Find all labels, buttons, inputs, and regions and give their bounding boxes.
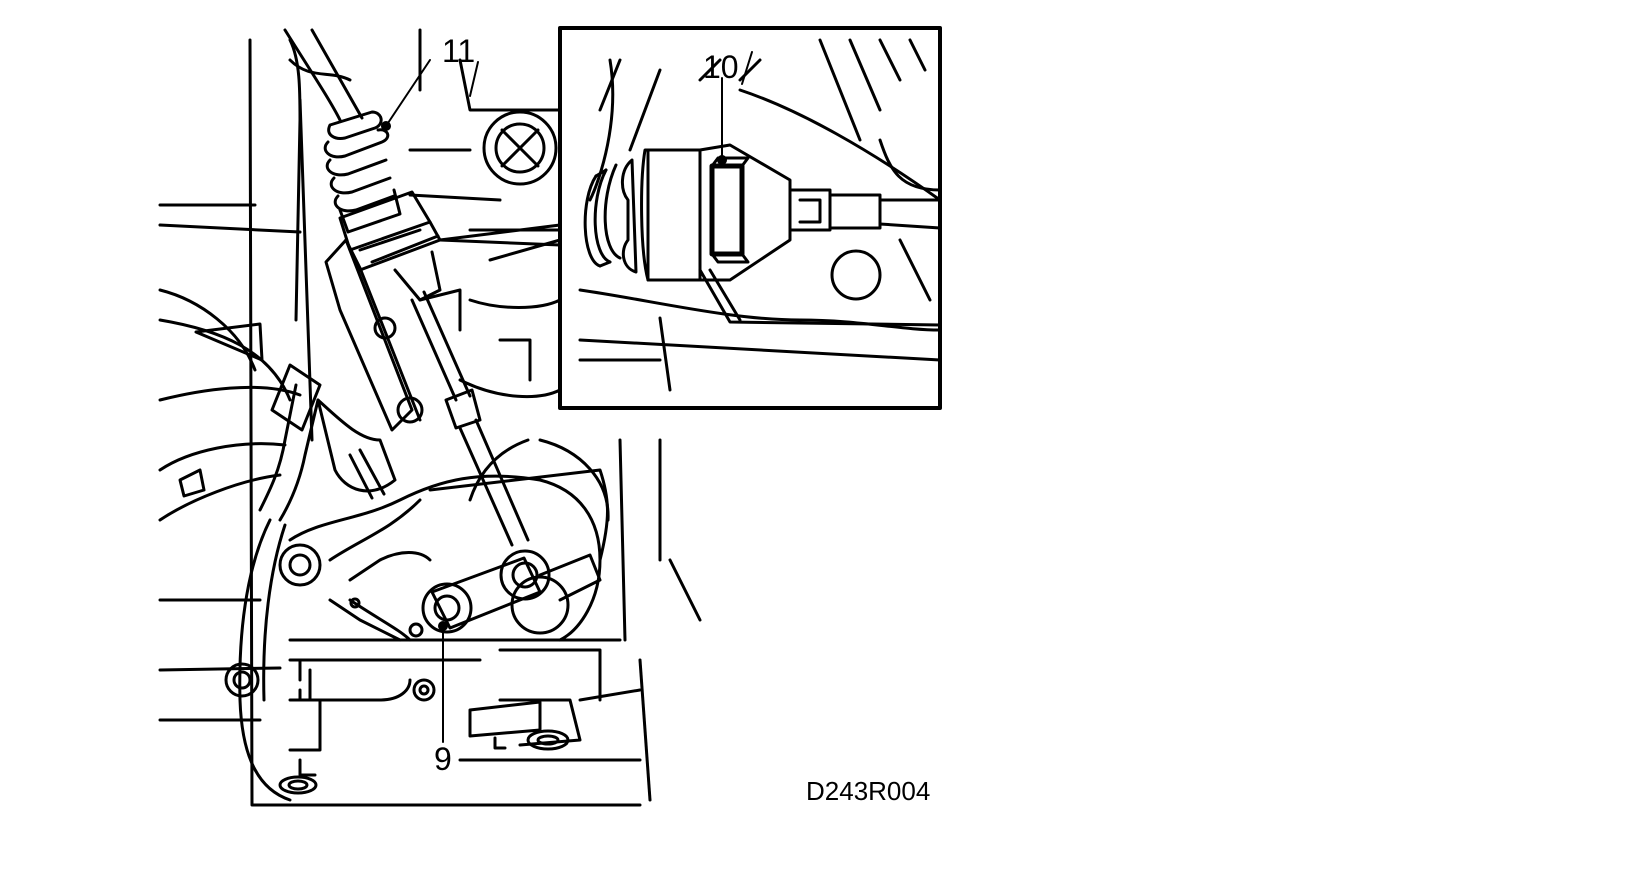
detail-inset: [438, 26, 942, 410]
mounting-bolt-lower-left: [224, 662, 260, 698]
cable-adjuster: [338, 190, 442, 302]
housing-outline: [158, 28, 702, 807]
figure-reference: D243R004: [806, 776, 930, 806]
control-rod: [410, 290, 530, 547]
hose-clamp: [238, 363, 322, 802]
actuator-lever: [316, 398, 397, 500]
label-10: 10: [703, 49, 739, 85]
cable-boot: [323, 110, 402, 234]
label-11: 11: [442, 33, 475, 69]
label-9: 9: [434, 741, 452, 777]
selector-lever: [421, 549, 602, 635]
cable-bracket: [324, 238, 462, 432]
round-cap-upper: [482, 110, 558, 186]
leader-lines: [381, 51, 753, 743]
shift-cable: [283, 28, 364, 122]
selector-plate: [288, 438, 610, 642]
mounting-bolt-left: [278, 543, 322, 587]
lower-housing: [278, 648, 642, 795]
